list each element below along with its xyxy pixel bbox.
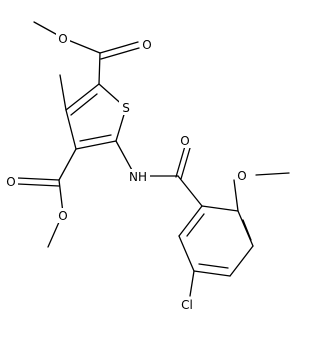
bond-ar6-ar1	[178, 205, 203, 237]
atom-o-methoxy: O	[235, 168, 249, 183]
molecule-canvas: O O S O O NH O O Cl	[4, 21, 290, 312]
bond-c5-c4-double	[79, 134, 112, 142]
bond-c4-ester	[58, 148, 77, 181]
atom-cl-label: Cl	[181, 298, 193, 312]
bond-c2-c3-double	[70, 93, 98, 116]
atom-o-ester1-ether-label: O	[58, 32, 67, 46]
bond-c2-c3	[65, 83, 100, 111]
bond-ar4-ar5-inner	[198, 263, 229, 269]
bond-ar5-ar6	[178, 235, 195, 272]
atom-nh: NH	[126, 169, 150, 184]
bond-ar2-ar3-inner	[242, 219, 252, 241]
bond-ar1-ar2	[201, 205, 239, 212]
atom-cl: Cl	[176, 297, 198, 312]
atom-o-ester1-carbonyl: O	[140, 37, 154, 52]
bond-ar3-ar4	[229, 245, 254, 277]
bond-ester-ring	[98, 52, 101, 85]
bond-c3-methyl	[59, 74, 67, 111]
bond-ester2-carbonyl-a	[17, 177, 60, 181]
bond-o-methyl	[255, 172, 290, 176]
atom-s-ring-label: S	[122, 101, 130, 115]
atom-o-amide-label: O	[180, 134, 189, 148]
bond-c-o-carbonyl-b	[100, 47, 140, 60]
bond-ar-o-methoxy	[233, 179, 239, 212]
bond-ar-cl	[189, 270, 195, 297]
bond-ar6-ar1-inner	[186, 213, 205, 237]
bond-c4-c3	[65, 109, 77, 150]
atom-o-amide: O	[178, 133, 192, 148]
bond-ar4-ar5	[193, 270, 231, 277]
structure-diagram: O O S O O NH O O Cl	[4, 21, 290, 312]
atom-o-ester2-ether-label: O	[58, 209, 67, 223]
bond-c5-nh	[115, 140, 134, 173]
atom-o-ester2-carbonyl-label: O	[6, 175, 15, 189]
bond-carbonyl-aryl	[177, 175, 203, 207]
bond-ester2-carbonyl-b	[17, 183, 60, 187]
atom-s-ring: S	[119, 99, 133, 115]
atom-o-ester1-carbonyl-label: O	[142, 38, 151, 52]
atom-nh-label: NH	[129, 170, 147, 184]
bond-ester2-o-ether	[58, 179, 64, 214]
bond-c5-c4	[75, 140, 117, 150]
bond-amide-co-b	[180, 147, 191, 180]
atom-o-ester2-ether: O	[56, 208, 70, 223]
atom-o-ester1-ether: O	[56, 31, 70, 46]
bond-c-o-carbonyl-a	[99, 41, 139, 54]
atom-o-methoxy-label: O	[237, 169, 246, 183]
bond-amide-co-a	[175, 145, 186, 178]
bond-ar2-ar3	[237, 210, 254, 247]
atom-o-ester2-carbonyl: O	[4, 174, 18, 189]
